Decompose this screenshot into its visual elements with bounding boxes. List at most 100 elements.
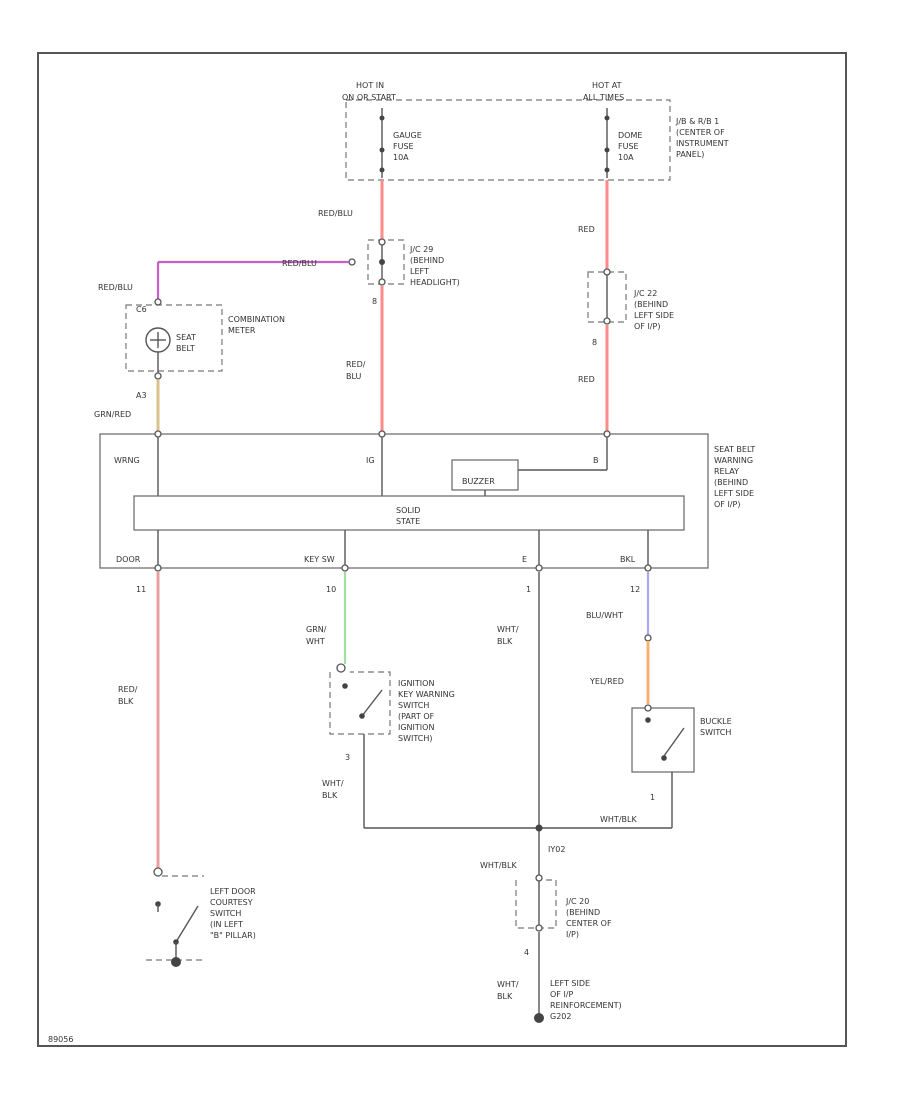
relay-term-e: E (522, 555, 527, 564)
dome-fuse-node-mid (604, 147, 610, 153)
meter-pin-bottom-label: A3 (136, 391, 147, 400)
ground-label-1: LEFT SIDE (550, 979, 590, 988)
wht-blk-bottom-label-1: WHT/ (497, 980, 519, 989)
red-right-top-label: RED (578, 225, 595, 234)
jc22-label-2: (BEHIND (634, 300, 668, 309)
combination-meter-label-2: METER (228, 326, 256, 335)
door-switch-pin (153, 867, 163, 877)
relay-term-door: DOOR (116, 555, 141, 564)
seat-belt-label-2: BELT (176, 344, 195, 353)
jc29-pin-left (348, 258, 356, 266)
red-right-bottom-label: RED (578, 375, 595, 384)
jc29-label-2: (BEHIND (410, 256, 444, 265)
jc29-pin-number: 8 (372, 297, 377, 306)
red-blk-label-1: RED/ (118, 685, 138, 694)
left-source-line1: HOT IN (356, 81, 384, 90)
gauge-fuse-node-top (379, 115, 385, 121)
gauge-fuse-node-bottom (379, 167, 385, 173)
ground-splice-node (535, 824, 543, 832)
jc29-label-4: HEADLIGHT) (410, 278, 460, 287)
key-switch-contact-top (342, 683, 348, 689)
left-source-line2: ON OR START (342, 93, 396, 102)
meter-pin-top (154, 298, 162, 306)
relay-pin-e (535, 564, 543, 572)
jc29-junction (379, 259, 385, 265)
key-switch-contact-bottom (359, 713, 365, 719)
seat-belt-label-1: SEAT (176, 333, 196, 342)
relay-pin-bkl (644, 564, 652, 572)
solid-state-module (133, 495, 685, 531)
ground-label-2: OF I/P (550, 990, 573, 999)
right-source-line1: HOT AT (592, 81, 622, 90)
relay-term-wrng: WRNG (114, 456, 140, 465)
buckle-switch-pin-top (644, 704, 652, 712)
jc22-pin-bottom (603, 317, 611, 325)
dome-fuse-label-3: 10A (618, 153, 634, 162)
door-switch-label-3: SWITCH (210, 909, 241, 918)
diagram-frame (37, 52, 847, 1047)
solid-state-label-2: STATE (396, 517, 420, 526)
blu-wht-label: BLU/WHT (586, 611, 623, 620)
key-switch-outline (329, 671, 391, 735)
bkl-pin-label: 12 (630, 585, 640, 594)
meter-pin-top-label: C6 (136, 305, 147, 314)
diagram-code: 89056 (48, 1035, 73, 1044)
wht-blk-lower-label: WHT/BLK (480, 861, 517, 870)
door-pin-label: 11 (136, 585, 146, 594)
relay-label-4: (BEHIND (714, 478, 748, 487)
jb-label-1: J/B & R/B 1 (675, 117, 719, 126)
door-switch-lever (175, 905, 199, 943)
wht-blk-key-label-1: WHT/ (322, 779, 344, 788)
keysw-pin-label: 10 (326, 585, 336, 594)
combination-meter-outline (125, 304, 223, 372)
jc29-pin-top (378, 238, 386, 246)
relay-pin-keysw (341, 564, 349, 572)
jc22-pin-top (603, 268, 611, 276)
jc29-label-1: J/C 29 (409, 245, 433, 254)
jc20-pin-number: 4 (524, 948, 529, 957)
combination-meter-label-1: COMBINATION (228, 315, 285, 324)
buckle-switch-label-1: BUCKLE (700, 717, 732, 726)
jc20-outline (515, 879, 557, 929)
relay-term-b: B (593, 456, 599, 465)
buckle-pin-bottom-label: 1 (650, 793, 655, 802)
wht-blk-center-label-1: WHT/ (497, 625, 519, 634)
wht-blk-key-label-2: BLK (322, 791, 338, 800)
relay-pin-door (154, 564, 162, 572)
jc29-outline (367, 239, 405, 285)
wht-blk-buckle-label: WHT/BLK (600, 815, 637, 824)
jc20-label-3: CENTER OF (566, 919, 612, 928)
gauge-fuse-node-mid (379, 147, 385, 153)
red-blu-mid-label-2: BLU (346, 372, 362, 381)
door-switch-label-4: (IN LEFT (210, 920, 243, 929)
relay-term-bkl: BKL (620, 555, 636, 564)
door-switch-ground (171, 957, 181, 967)
buckle-switch-box (631, 707, 695, 773)
dome-fuse-node-top (604, 115, 610, 121)
jc22-label-3: LEFT SIDE (634, 311, 674, 320)
jc20-pin-bottom (535, 924, 543, 932)
key-switch-label-1: IGNITION (398, 679, 434, 688)
wht-blk-bottom-label-2: BLK (497, 992, 513, 1001)
door-switch-label-1: LEFT DOOR (210, 887, 256, 896)
key-switch-lever (361, 689, 383, 717)
door-switch-label-2: COURTESY (210, 898, 253, 907)
dome-fuse-label-2: FUSE (618, 142, 639, 151)
key-switch-label-3: SWITCH (398, 701, 429, 710)
buckle-switch-lever (663, 727, 685, 757)
junction-block-outline (345, 99, 671, 181)
key-switch-label-6: SWITCH) (398, 734, 433, 743)
door-switch-label-5: "B" PILLAR) (210, 931, 256, 940)
buzzer-label: BUZZER (462, 477, 495, 486)
gauge-fuse-label-3: 10A (393, 153, 409, 162)
buckle-connector-pin (644, 634, 652, 642)
jc20-label-2: (BEHIND (566, 908, 600, 917)
ground-label-4: G202 (550, 1012, 571, 1021)
buckle-switch-label-2: SWITCH (700, 728, 731, 737)
grn-wht-label-1: GRN/ (306, 625, 327, 634)
relay-term-keysw: KEY SW (304, 555, 335, 564)
relay-term-ig: IG (366, 456, 375, 465)
e-pin-label: 1 (526, 585, 531, 594)
right-source-line2: ALL TIMES (583, 93, 624, 102)
